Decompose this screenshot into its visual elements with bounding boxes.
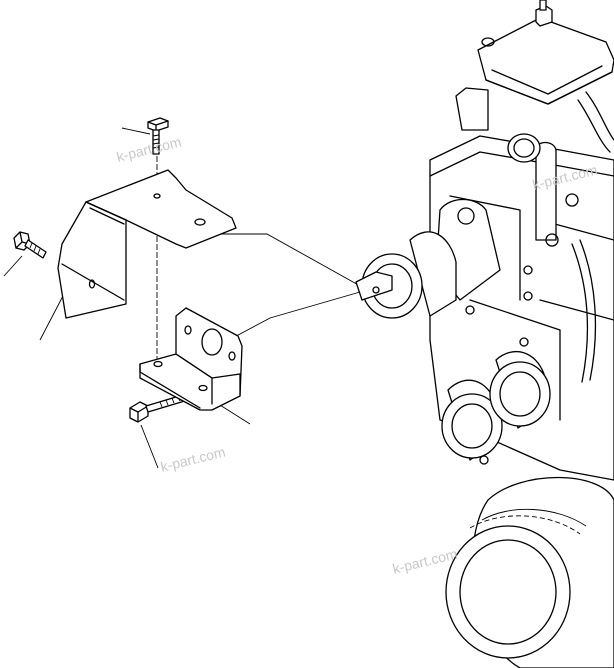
watermark-text: k-part.com xyxy=(159,443,227,475)
engine-assembly xyxy=(355,0,614,668)
bolt-left-icon xyxy=(13,231,47,259)
lower-bracket xyxy=(139,307,243,411)
leader-lines xyxy=(3,127,363,469)
watermark-text: k-part.com xyxy=(115,133,183,165)
cover-plate xyxy=(57,169,237,319)
bolt-top-icon xyxy=(147,117,169,155)
